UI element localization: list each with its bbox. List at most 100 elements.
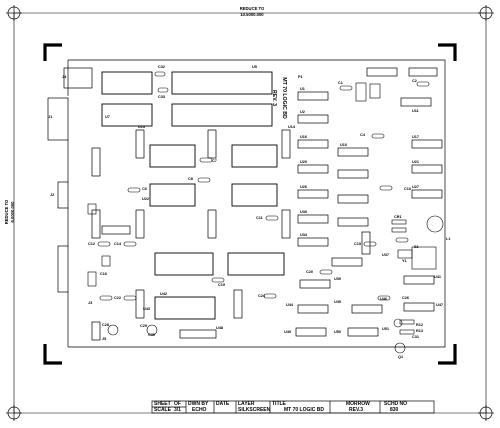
capacitor-outline (319, 269, 333, 275)
ic-package (91, 147, 101, 177)
ic-package (101, 71, 153, 95)
ic-package (331, 257, 363, 267)
refdes-p1: P1 (298, 75, 303, 79)
ic-package (295, 327, 327, 337)
refdes-u30: U30 (300, 210, 307, 214)
resistor-network (369, 83, 381, 99)
refdes-u48: U48 (216, 326, 223, 330)
refdes-c28: C28 (102, 323, 109, 327)
jumper-block (87, 203, 97, 215)
ic-package (135, 129, 145, 159)
title-block-drawing-number: 830 (390, 407, 399, 413)
ic-package (299, 279, 331, 289)
ic-package (101, 103, 153, 127)
refdes-u39: U39 (334, 277, 341, 281)
refdes-c11: C11 (256, 216, 263, 220)
capacitor-outline (416, 81, 430, 87)
edge-connectors (47, 67, 93, 293)
capacitor-outline (265, 215, 279, 221)
ic-package (297, 214, 329, 224)
refdes-c20: C20 (306, 270, 313, 274)
ic-package (297, 237, 329, 247)
capacitor-outline (197, 177, 211, 183)
ic-package (231, 144, 278, 168)
ic-package (411, 139, 443, 149)
title-block-sheet-label: SHEET (154, 401, 171, 407)
title-block-title-label: TITLE (272, 401, 286, 407)
connector-j2 (57, 181, 69, 209)
diode-outline (391, 227, 407, 233)
ic-package (207, 209, 217, 239)
refdes-u34: U34 (300, 233, 308, 237)
ic-package (179, 329, 217, 339)
refdes-u10: U10 (340, 143, 347, 147)
ic-package (154, 252, 214, 276)
transistor-q1 (394, 342, 406, 354)
mounting-hole (146, 324, 158, 336)
ic-package (337, 147, 369, 157)
ic-package (171, 71, 273, 95)
capacitor-outline (363, 241, 377, 247)
ic-package (403, 275, 435, 285)
refdes-u17: U17 (412, 135, 419, 139)
title-block-scale-value: 3/1 (174, 407, 181, 413)
refdes-u46: U46 (380, 297, 387, 301)
ic-package (281, 209, 291, 239)
refdes-u47: U47 (436, 303, 443, 307)
refdes-c8: C8 (188, 177, 193, 181)
refdes-c10: C10 (404, 187, 411, 191)
mounting-hole (107, 324, 119, 336)
refdes-c2: C2 (412, 79, 417, 83)
ic-package (171, 103, 273, 127)
ic-package (297, 304, 329, 314)
title-block-date-label: DATE (216, 401, 230, 407)
refdes-u44: U44 (286, 303, 294, 307)
refdes-c19: C19 (218, 283, 225, 287)
refdes-cr1: CR1 (394, 215, 402, 219)
title-block-layer-value: SILKSCREEN (238, 407, 271, 413)
capacitor-outline (211, 277, 225, 283)
small-ic-packages (91, 67, 443, 341)
refdes-u5: U5 (252, 65, 257, 69)
ic-package (227, 252, 285, 276)
ic-package (101, 225, 131, 235)
ic-package (347, 327, 379, 337)
refdes-c16: C16 (100, 272, 107, 276)
refdes-u27: U27 (412, 185, 419, 189)
ic-package (297, 91, 329, 101)
refdes-c12: C12 (88, 242, 95, 246)
refdes-c4: C4 (360, 133, 366, 137)
refdes-u51: U51 (382, 327, 389, 331)
capacitor-outline (97, 241, 111, 247)
capacitor-outline (263, 293, 277, 299)
ic-package (403, 302, 435, 312)
switch-s1 (397, 249, 413, 259)
refdes-j3: J3 (88, 301, 92, 305)
capacitor-outline (99, 295, 113, 301)
resistor-network (355, 82, 367, 102)
reduce-note-left-line2: 6.0000.000 (10, 201, 15, 223)
ic-package (400, 97, 432, 107)
title-block-scale-label: SCALE (154, 407, 171, 413)
refdes-c1: C1 (338, 81, 343, 85)
connector-j4 (63, 67, 93, 89)
transistor-q2 (393, 318, 403, 328)
refdes-l1: L1 (446, 237, 450, 241)
refdes-r13: R13 (416, 329, 423, 333)
ic-package (149, 183, 196, 207)
title-block-drawn-by-value: ECHO (192, 407, 207, 413)
ic-package (408, 67, 438, 77)
ic-package (135, 209, 145, 239)
title-block-title-value: MT 70 LOGIC BD (284, 407, 325, 413)
reference-designators: U1 U2 U5 U7 U10 U11 U13 U14 U16 U17 U20 … (48, 65, 450, 359)
refdes-c32: C32 (158, 65, 165, 69)
ic-package (207, 129, 217, 159)
refdes-u14: U14 (288, 125, 296, 129)
capacitor-outline (395, 237, 409, 243)
resistor-outline (399, 329, 415, 335)
refdes-u41: U41 (434, 275, 441, 279)
capacitor-outline (377, 295, 391, 301)
refdes-c14: C14 (114, 242, 122, 246)
title-block-company: MORROW (346, 401, 370, 407)
ic-package (231, 183, 278, 207)
